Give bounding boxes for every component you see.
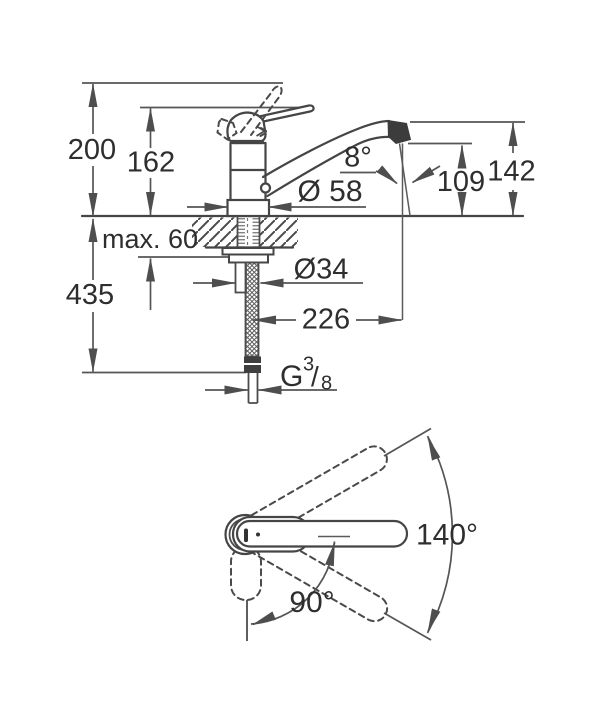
- faucet-footprint: [224, 513, 409, 556]
- lever-raised-dashed: [240, 85, 283, 136]
- side-view: 200 162 max. 60 435 Ø 58 8° 109 142 Ø34 …: [66, 82, 536, 404]
- pivot-dot: [256, 532, 260, 537]
- label-spout-reach: 226: [302, 304, 350, 336]
- label-connection-denominator: 8: [321, 373, 332, 395]
- lever-handle: [216, 85, 315, 143]
- label-spout-height: 142: [487, 156, 535, 188]
- flexible-hose: [244, 261, 260, 358]
- spout: [259, 119, 412, 198]
- label-deck-thickness: max. 60: [102, 224, 198, 254]
- label-body-height: 162: [127, 147, 175, 179]
- label-swivel-step: 90°: [289, 586, 334, 619]
- swivel-arc-90: [246, 541, 336, 641]
- label-connection-prefix: G: [280, 360, 303, 393]
- label-base-diameter: Ø 58: [297, 175, 362, 208]
- label-connection-size: G 3 / 8: [280, 354, 332, 395]
- dimension-labels: 200 162 max. 60 435 Ø 58 8° 109 142 Ø34 …: [66, 134, 536, 395]
- swivel-joint: [259, 182, 272, 194]
- label-stream-angle: 8°: [344, 142, 372, 174]
- label-connection-slash: /: [311, 361, 319, 392]
- label-swivel-full: 140°: [416, 519, 478, 552]
- extension-lines: [80, 82, 525, 374]
- mounting-assembly: [221, 216, 275, 404]
- label-outlet-height: 109: [437, 166, 485, 198]
- connection-tube: [247, 373, 259, 404]
- aerator-outlet: [387, 119, 412, 145]
- mounting-nut: [228, 253, 269, 264]
- label-below-deck-length: 435: [66, 279, 114, 311]
- label-hole-diameter: Ø34: [294, 254, 349, 286]
- label-total-height: 200: [68, 134, 116, 166]
- spout-footprint: [235, 519, 409, 548]
- handle-mark: [244, 528, 248, 542]
- dimension-lines: [88, 83, 518, 395]
- swivel-arc-140: [383, 427, 454, 641]
- stream-lines: [398, 143, 411, 320]
- top-view: 140° 90°: [224, 427, 478, 641]
- tailpipe: [234, 261, 247, 294]
- label-connection-numerator: 3: [303, 354, 314, 376]
